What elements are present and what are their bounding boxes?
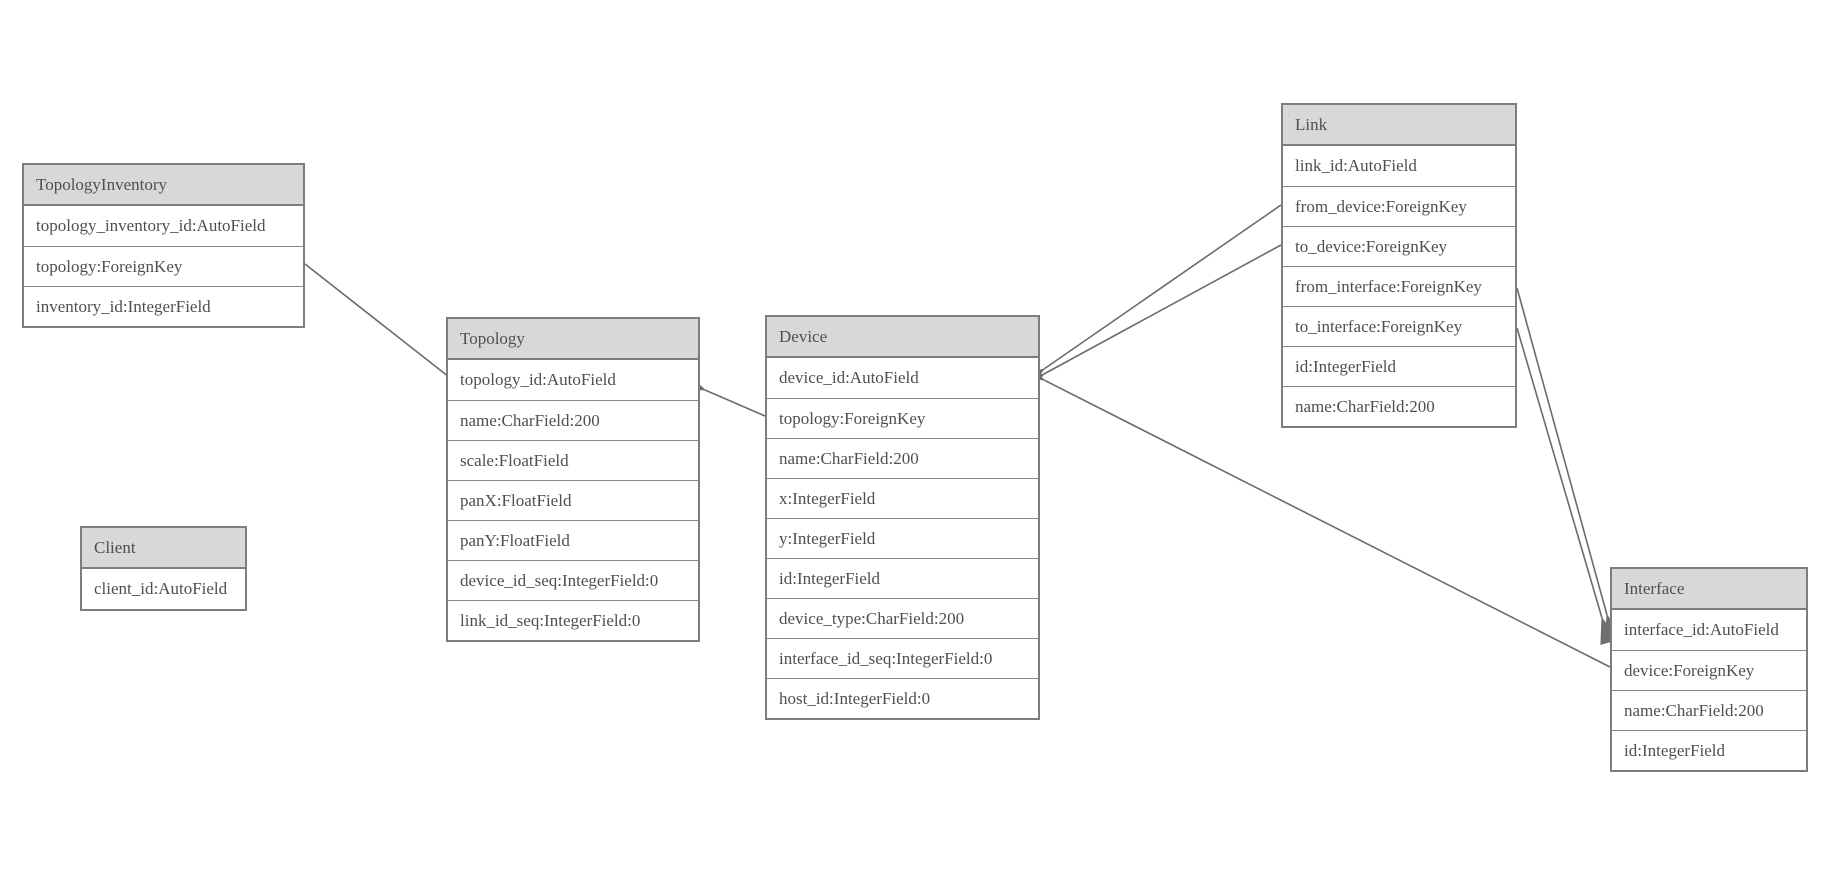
- entity-row: topology_id:AutoField: [448, 360, 698, 400]
- entity-row: to_interface:ForeignKey: [1283, 306, 1515, 346]
- entity-title: Link: [1283, 105, 1515, 146]
- edge-link-from_interface-to-interface-interface_id: [1516, 287, 1607, 615]
- entity-row: name:CharField:200: [767, 438, 1038, 478]
- entity-row: topology:ForeignKey: [24, 246, 303, 286]
- entity-row: device:ForeignKey: [1612, 650, 1806, 690]
- edge-topologyinventory-topology-to-topology-topology_id: [304, 263, 449, 377]
- entity-row: inventory_id:IntegerField: [24, 286, 303, 326]
- entity-row: link_id_seq:IntegerField:0: [448, 600, 698, 640]
- entity-row: name:CharField:200: [1283, 386, 1515, 426]
- entity-row: panX:FloatField: [448, 480, 698, 520]
- edge-link-from_device-to-device-device_id: [1044, 204, 1282, 369]
- entity-row: client_id:AutoField: [82, 569, 245, 609]
- entity-row: link_id:AutoField: [1283, 146, 1515, 186]
- entity-row: device_id:AutoField: [767, 358, 1038, 398]
- entity-row: x:IntegerField: [767, 478, 1038, 518]
- edge-link-to_interface-to-interface-interface_id: [1516, 327, 1602, 618]
- entity-title: Client: [82, 528, 245, 569]
- entity-row: id:IntegerField: [1612, 730, 1806, 770]
- entity-title: Interface: [1612, 569, 1806, 610]
- entity-row: from_device:ForeignKey: [1283, 186, 1515, 226]
- entity-row: from_interface:ForeignKey: [1283, 266, 1515, 306]
- entity-client: Client client_id:AutoField: [80, 526, 247, 611]
- entity-row: scale:FloatField: [448, 440, 698, 480]
- entity-row: interface_id_seq:IntegerField:0: [767, 638, 1038, 678]
- entity-row: name:CharField:200: [1612, 690, 1806, 730]
- entity-row: topology_inventory_id:AutoField: [24, 206, 303, 246]
- edge-device-topology-to-topology-topology_id: [705, 390, 766, 417]
- entity-title: Device: [767, 317, 1038, 358]
- entity-title: TopologyInventory: [24, 165, 303, 206]
- entity-row: id:IntegerField: [1283, 346, 1515, 386]
- entity-row: id:IntegerField: [767, 558, 1038, 598]
- entity-row: y:IntegerField: [767, 518, 1038, 558]
- entity-row: device_type:CharField:200: [767, 598, 1038, 638]
- entity-row: panY:FloatField: [448, 520, 698, 560]
- entity-row: name:CharField:200: [448, 400, 698, 440]
- entity-topologyinventory: TopologyInventory topology_inventory_id:…: [22, 163, 305, 328]
- entity-row: topology:ForeignKey: [767, 398, 1038, 438]
- entity-title: Topology: [448, 319, 698, 360]
- entity-row: host_id:IntegerField:0: [767, 678, 1038, 718]
- entity-rows: client_id:AutoField: [82, 569, 245, 609]
- entity-row: interface_id:AutoField: [1612, 610, 1806, 650]
- entity-row: device_id_seq:IntegerField:0: [448, 560, 698, 600]
- edge-link-to_device-to-device-device_id: [1044, 244, 1282, 374]
- entity-row: to_device:ForeignKey: [1283, 226, 1515, 266]
